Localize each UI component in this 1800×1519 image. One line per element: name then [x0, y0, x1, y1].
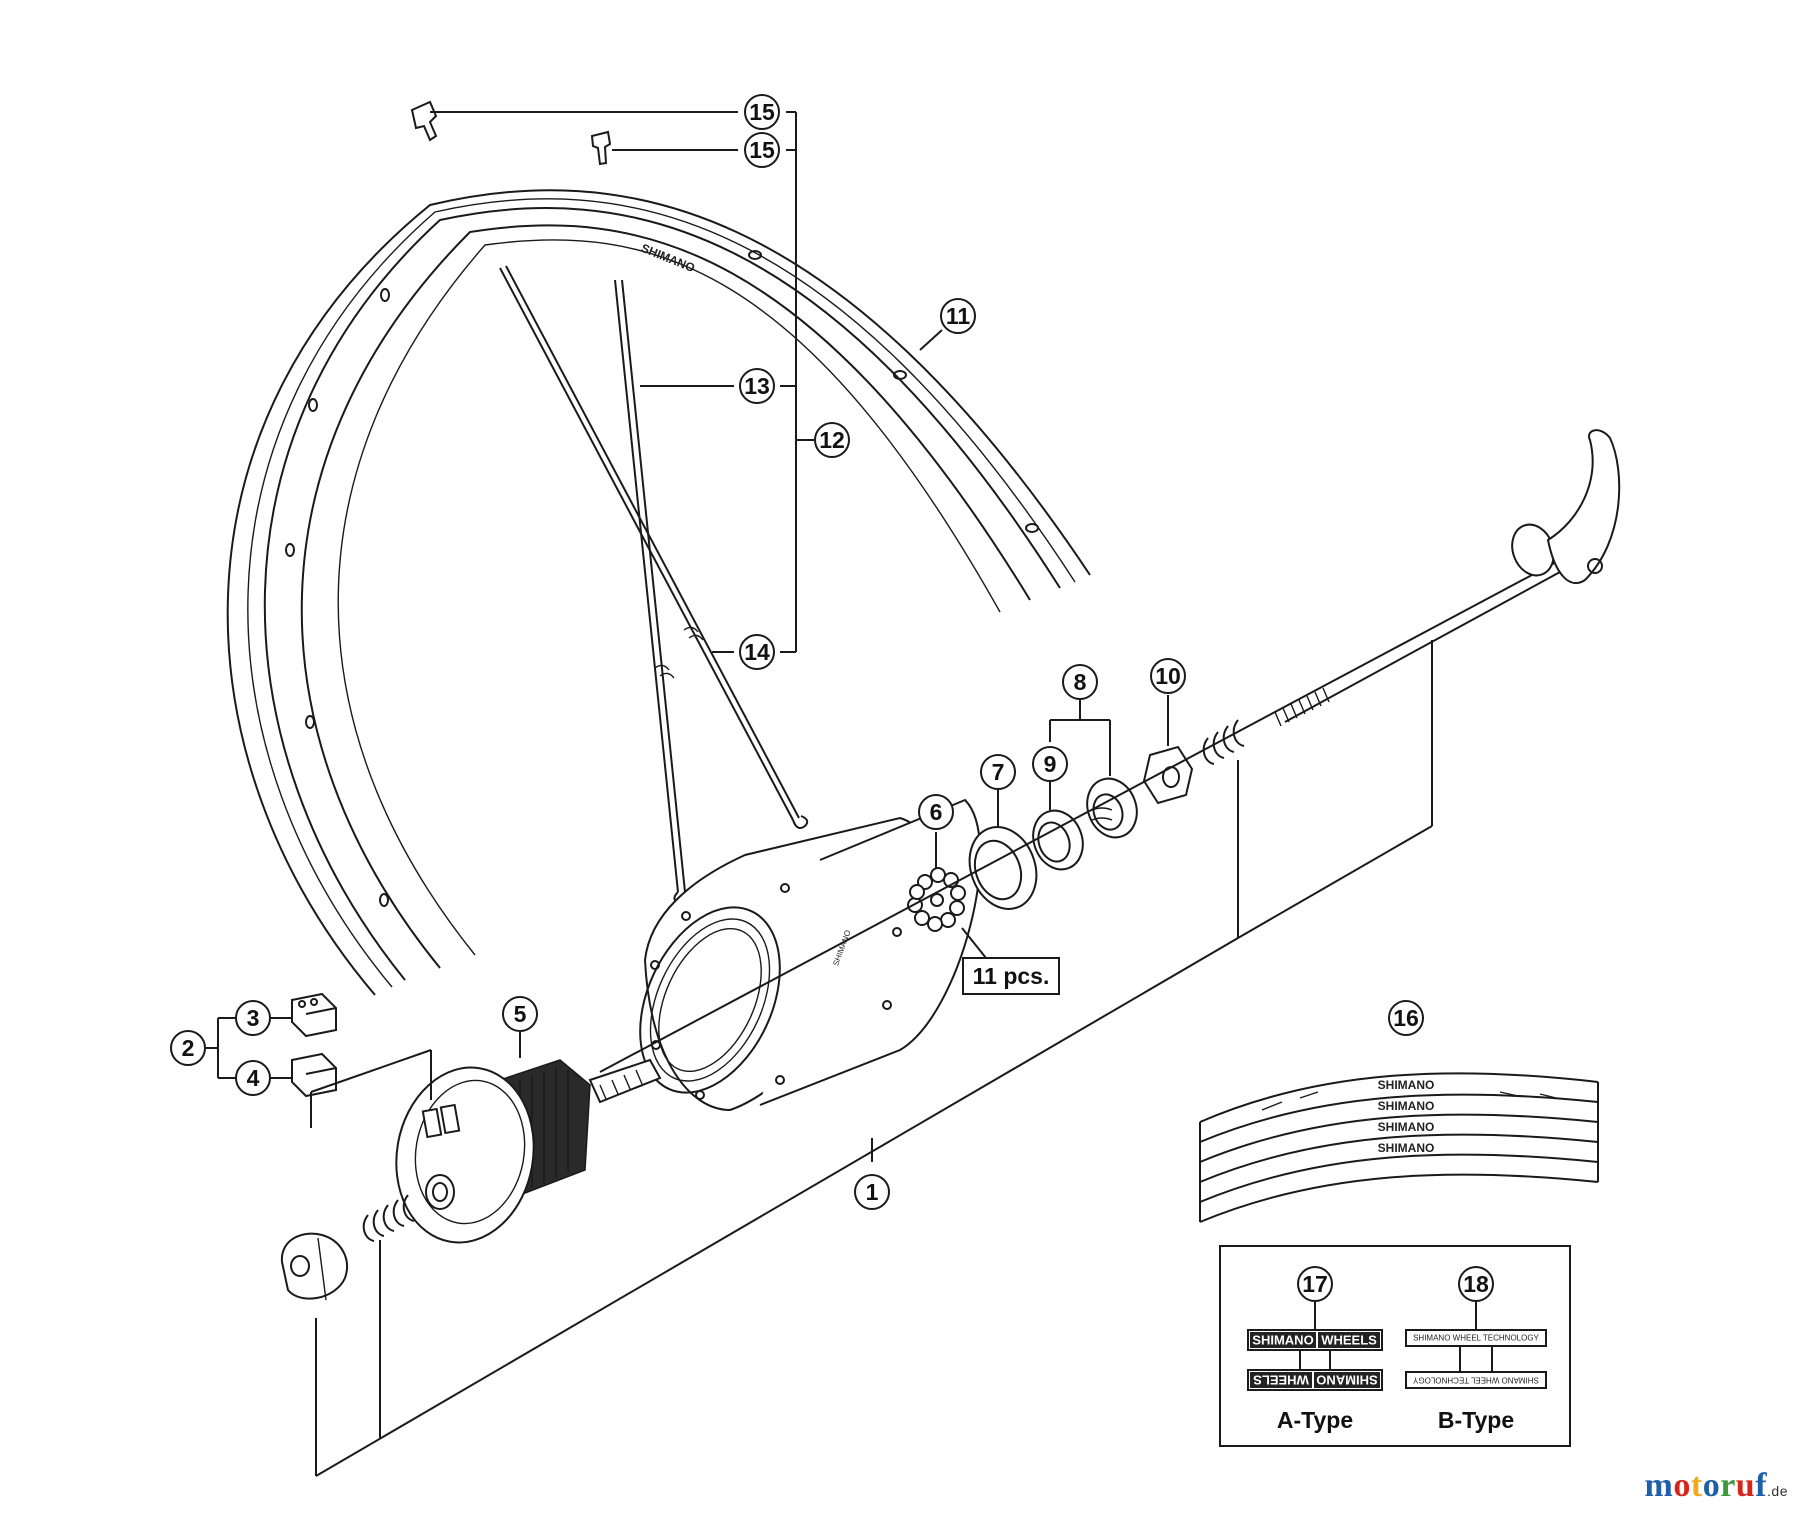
decal-16-label-2: SHIMANO — [1378, 1099, 1435, 1113]
svg-text:2: 2 — [182, 1035, 195, 1061]
watermark-logo: motoruf.de — [1645, 1467, 1788, 1505]
rim-decal-set-16: SHIMANO SHIMANO SHIMANO SHIMANO — [1199, 1072, 1599, 1223]
svg-text:18: 18 — [1463, 1271, 1489, 1297]
decal-b-caption: B-Type — [1438, 1407, 1514, 1433]
decal-b-top: SHIMANO WHEEL TECHNOLOGY — [1413, 1334, 1539, 1343]
callout-4: 4 — [235, 1060, 271, 1096]
decal-a-right: WHEELS — [1321, 1333, 1377, 1348]
svg-text:6: 6 — [930, 799, 943, 825]
spokes — [410, 100, 809, 906]
svg-text:12: 12 — [819, 427, 845, 453]
decal-box: SHIMANO WHEELS WHEELS SHIMANO A-Type SHI… — [1219, 1245, 1571, 1447]
callout-17: 17 — [1297, 1266, 1333, 1302]
rim-decal-text: SHIMANO — [639, 241, 697, 275]
svg-text:9: 9 — [1044, 751, 1057, 777]
decal-a-left: SHIMANO — [1252, 1333, 1313, 1348]
callout-9: 9 — [1032, 746, 1068, 782]
watermark-letter: t — [1690, 1467, 1703, 1504]
axle-spring-left — [362, 1194, 415, 1242]
decal-a-right-mirrored: SHIMANO — [1316, 1373, 1377, 1388]
svg-text:3: 3 — [247, 1005, 260, 1031]
quick-release-nut — [280, 1232, 348, 1301]
callout-16: 16 — [1388, 1000, 1424, 1036]
part-4-adapter — [291, 1052, 337, 1098]
bearing-balls — [907, 867, 966, 932]
svg-text:10: 10 — [1155, 663, 1181, 689]
bearing-count-label: 11 pcs. — [973, 963, 1050, 989]
watermark-letter: m — [1644, 1467, 1674, 1504]
leader-lines — [206, 111, 1433, 1477]
quick-release-skewer — [599, 429, 1621, 1073]
part-3-adapter — [291, 992, 337, 1038]
cone-8 — [1086, 777, 1138, 839]
svg-text:15: 15 — [749, 137, 775, 163]
callout-14: 14 — [739, 634, 775, 670]
callout-2: 2 — [170, 1030, 206, 1066]
spoke-nipple-2 — [590, 130, 612, 166]
lock-nut-10 — [1142, 745, 1194, 805]
decal-16-label-3: SHIMANO — [1378, 1120, 1435, 1134]
watermark-suffix: .de — [1767, 1483, 1788, 1499]
callout-3: 3 — [235, 1000, 271, 1036]
callout-10: 10 — [1150, 658, 1186, 694]
freehub-body — [395, 1058, 662, 1244]
watermark-letter: f — [1755, 1467, 1768, 1504]
seal-ring-9 — [1032, 809, 1084, 871]
decal-a-caption: A-Type — [1277, 1407, 1353, 1433]
callout-7: 7 — [980, 754, 1016, 790]
svg-text:15: 15 — [749, 99, 775, 125]
svg-text:17: 17 — [1302, 1271, 1328, 1297]
watermark-letters: motoruf — [1645, 1467, 1768, 1504]
callout-18: 18 — [1458, 1266, 1494, 1302]
callout-15-top: 15 — [744, 94, 780, 130]
callout-15-bottom: 15 — [744, 132, 780, 168]
svg-text:4: 4 — [247, 1065, 260, 1091]
callout-6: 6 — [918, 794, 954, 830]
hub-shell: SHIMANO — [639, 798, 982, 1112]
callout-5: 5 — [502, 996, 538, 1032]
callout-13: 13 — [739, 368, 775, 404]
svg-text:11: 11 — [946, 303, 971, 329]
svg-text:5: 5 — [514, 1001, 527, 1027]
svg-text:1: 1 — [866, 1179, 879, 1205]
bearing-count-box: 11 pcs. — [962, 957, 1060, 995]
svg-text:16: 16 — [1393, 1005, 1419, 1031]
watermark-letter: u — [1735, 1467, 1756, 1504]
callout-1: 1 — [854, 1174, 890, 1210]
callout-8: 8 — [1062, 664, 1098, 700]
watermark-letter: o — [1702, 1467, 1721, 1504]
svg-text:13: 13 — [744, 373, 770, 399]
callout-12: 12 — [814, 422, 850, 458]
svg-text:8: 8 — [1074, 669, 1087, 695]
spoke-nipple-1 — [410, 100, 438, 142]
svg-text:7: 7 — [992, 759, 1005, 785]
watermark-letter: r — [1720, 1467, 1736, 1504]
decal-a-left-mirrored: WHEELS — [1253, 1373, 1309, 1388]
decal-16-label-4: SHIMANO — [1378, 1141, 1435, 1155]
watermark-letter: o — [1673, 1467, 1691, 1504]
callout-11: 11 — [940, 298, 976, 334]
svg-text:14: 14 — [744, 639, 770, 665]
decal-b-bottom: SHIMANO WHEEL TECHNOLOGY — [1412, 1376, 1538, 1385]
decal-16-label-1: SHIMANO — [1378, 1078, 1435, 1092]
